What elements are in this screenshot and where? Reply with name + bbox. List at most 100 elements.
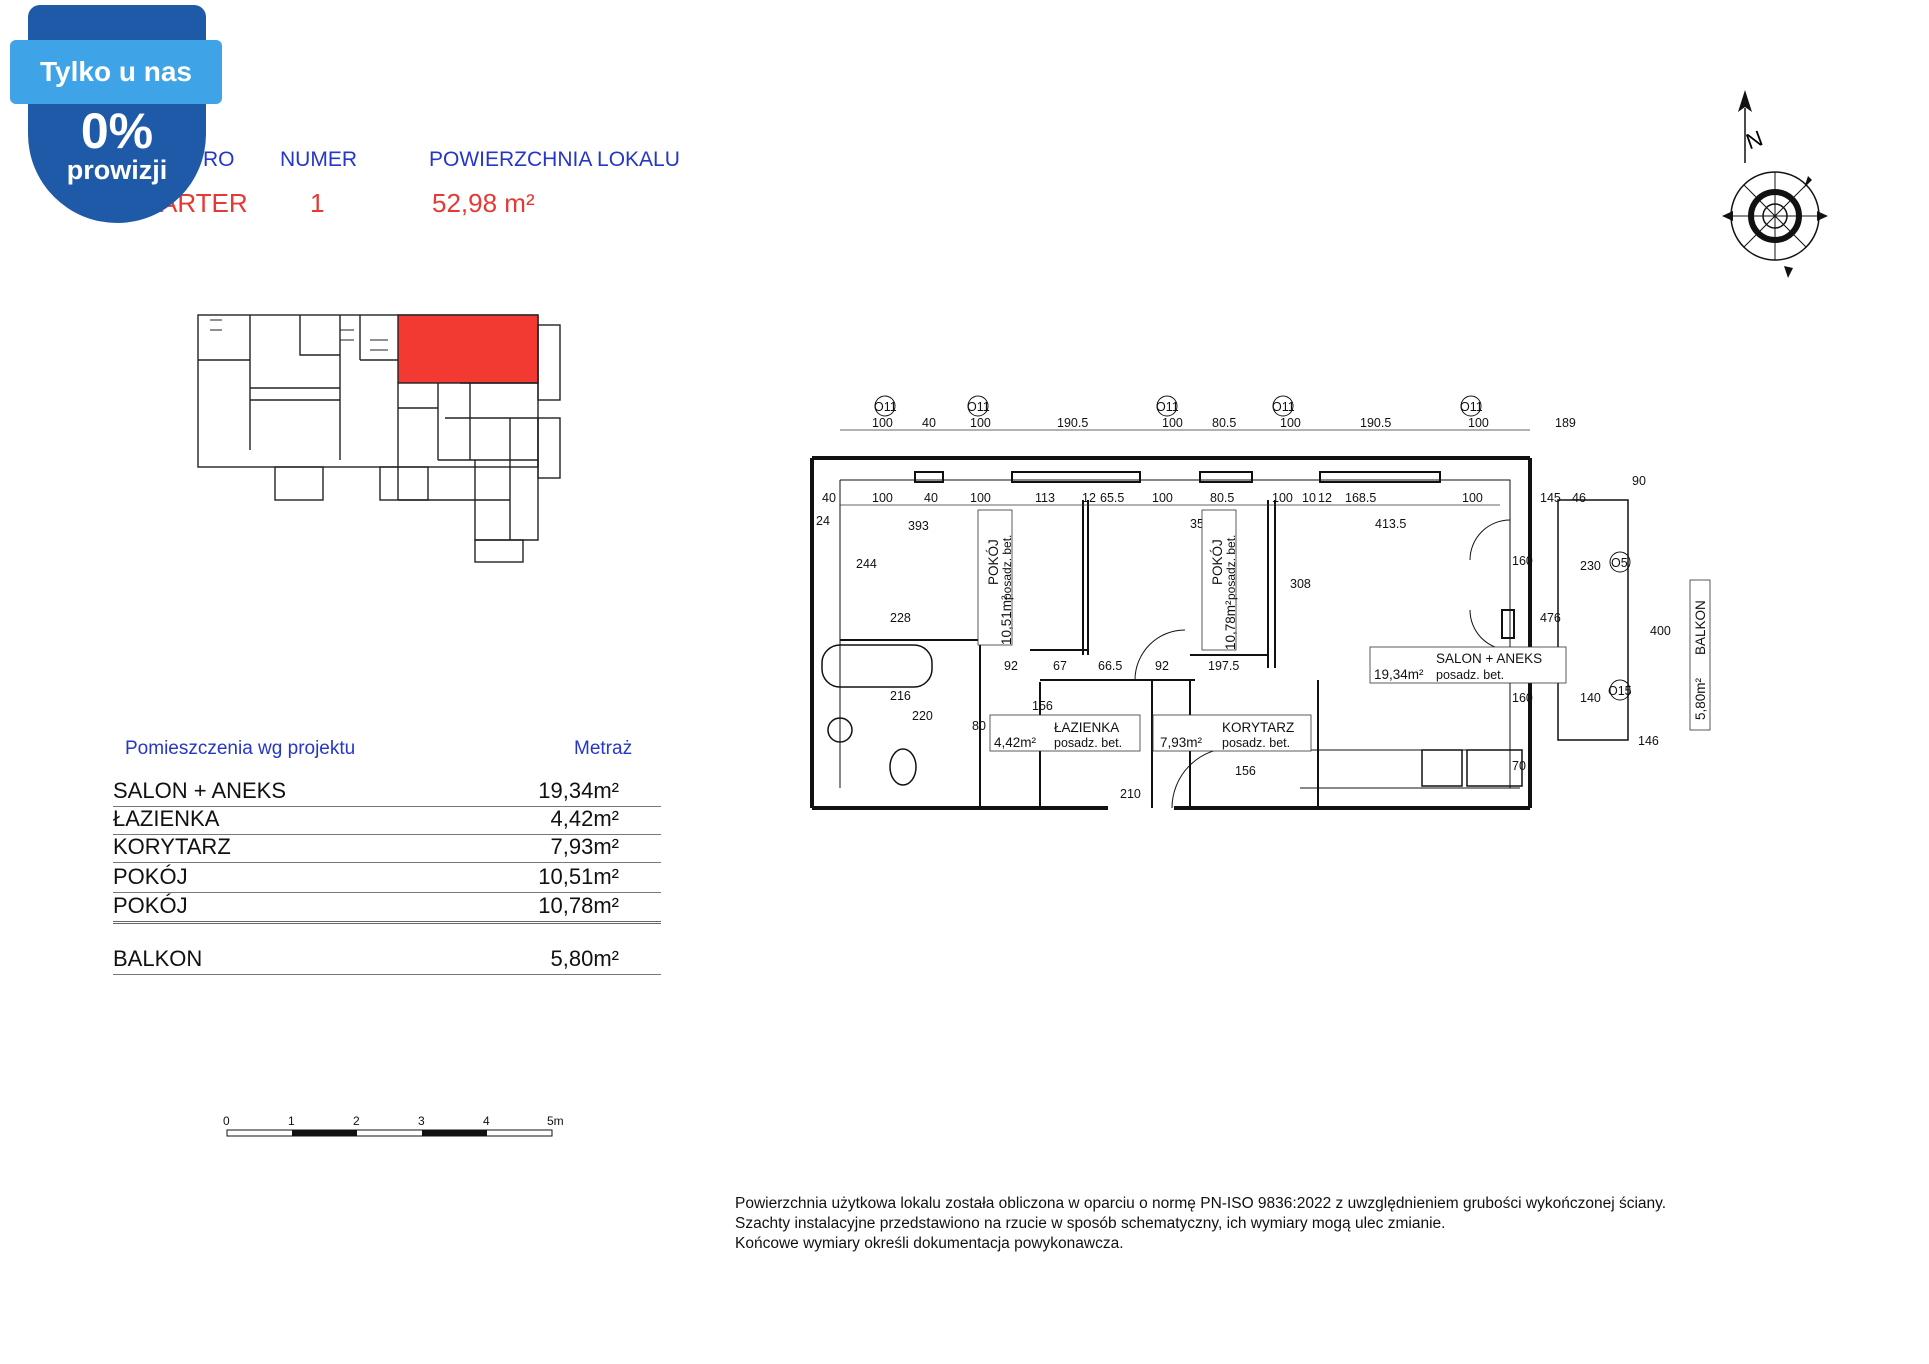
room-area: 5,80m² bbox=[550, 946, 619, 971]
area-label: POWIERZCHNIA LOKALU bbox=[429, 148, 680, 171]
badge-percent: 0% bbox=[80, 103, 154, 159]
floor-label: RO bbox=[203, 148, 235, 171]
dim-label: 145 bbox=[1540, 491, 1561, 505]
dim-label: 393 bbox=[908, 519, 929, 533]
dim-label: 92 bbox=[1155, 659, 1169, 673]
room-area: 10,78m² bbox=[538, 893, 619, 918]
room-label: KORYTARZ bbox=[1222, 720, 1294, 735]
dim-label: 197.5 bbox=[1208, 659, 1239, 673]
table-row: SALON + ANEKS 19,34m² bbox=[113, 778, 661, 807]
room-finish: posadz. bet. bbox=[1436, 668, 1504, 682]
window-tag: O11 bbox=[1272, 400, 1295, 414]
room-area: 4,42m² bbox=[994, 735, 1037, 750]
dim-label: 156 bbox=[1235, 764, 1256, 778]
dim-label: 160 bbox=[1512, 691, 1533, 705]
room-finish: posadz. bet. bbox=[1000, 535, 1014, 600]
room-label: SALON + ANEKS bbox=[1436, 651, 1542, 666]
dim-label: 80.5 bbox=[1210, 491, 1234, 505]
dim-label: 156 bbox=[1032, 699, 1053, 713]
dim-label: 46 bbox=[1572, 491, 1586, 505]
dim-label: 100 bbox=[970, 416, 991, 430]
room-area: 19,34m² bbox=[1374, 667, 1424, 682]
dim-label: 100 bbox=[1272, 491, 1293, 505]
scale-label: 4 bbox=[483, 1114, 490, 1128]
dim-label: 228 bbox=[890, 611, 911, 625]
dim-label: 12 bbox=[1318, 491, 1332, 505]
dim-label: 92 bbox=[1004, 659, 1018, 673]
scale-label: 3 bbox=[418, 1114, 425, 1128]
dim-label: 140 bbox=[1580, 691, 1601, 705]
compass-rose: N bbox=[1722, 90, 1828, 278]
dim-label: 40 bbox=[924, 491, 938, 505]
dim-label: 65.5 bbox=[1100, 491, 1124, 505]
room-label: POKÓJ bbox=[986, 539, 1001, 585]
dim-label: 10 bbox=[1302, 491, 1316, 505]
window-tag: O11 bbox=[967, 400, 990, 414]
badge-banner: Tylko u nas bbox=[10, 40, 222, 104]
room-area: 10,51m² bbox=[538, 864, 619, 889]
dim-label: 210 bbox=[1120, 787, 1141, 801]
room-name: POKÓJ bbox=[113, 864, 188, 889]
table-row-balcony: BALKON 5,80m² bbox=[113, 946, 661, 975]
dim-label: 100 bbox=[1162, 416, 1183, 430]
dim-label: 100 bbox=[1152, 491, 1173, 505]
building-key-plan bbox=[197, 314, 561, 563]
dim-label: 160 bbox=[1512, 554, 1533, 568]
table-row: POKÓJ 10,78m² bbox=[113, 893, 661, 924]
dimension-labels: 100 40 100 190.5 100 80.5 100 190.5 100 … bbox=[816, 416, 1671, 801]
dim-label: 146 bbox=[1638, 734, 1659, 748]
room-name: KORYTARZ bbox=[113, 834, 231, 859]
room-label: ŁAZIENKA bbox=[1054, 720, 1119, 735]
dim-label: 67 bbox=[1053, 659, 1067, 673]
scale-label: 1 bbox=[288, 1114, 295, 1128]
dim-label: 190.5 bbox=[1057, 416, 1088, 430]
dim-label: 24 bbox=[816, 514, 830, 528]
area-value: 52,98 m² bbox=[432, 188, 535, 218]
dim-label: 244 bbox=[856, 557, 877, 571]
dim-label: 413.5 bbox=[1375, 517, 1406, 531]
scale-label: 2 bbox=[353, 1114, 360, 1128]
dim-label: 70 bbox=[1512, 759, 1526, 773]
dim-label: 220 bbox=[912, 709, 933, 723]
dim-label: 190.5 bbox=[1360, 416, 1391, 430]
rooms-table-title: Pomieszczenia wg projektu bbox=[125, 738, 356, 759]
room-finish: posadz. bet. bbox=[1224, 535, 1238, 600]
dim-label: 400 bbox=[1650, 624, 1671, 638]
dim-label: 308 bbox=[1290, 577, 1311, 591]
room-area: 5,80m² bbox=[1693, 677, 1708, 720]
window-tag: O11 bbox=[874, 400, 897, 414]
dim-label: 476 bbox=[1540, 611, 1561, 625]
number-value: 1 bbox=[310, 188, 325, 218]
window-tag: O11 bbox=[1156, 400, 1179, 414]
room-area: 10,78m² bbox=[1223, 600, 1238, 650]
room-name: SALON + ANEKS bbox=[113, 778, 287, 803]
rooms-table-value-header: Metraż bbox=[574, 738, 633, 759]
room-area: 19,34m² bbox=[538, 778, 619, 803]
room-area: 7,93m² bbox=[1160, 735, 1203, 750]
scale-bar: 0 1 2 3 4 5m bbox=[223, 1114, 564, 1137]
dim-label: 90 bbox=[1632, 474, 1646, 488]
room-area: 10,51m² bbox=[999, 595, 1014, 645]
window-tag: O11 bbox=[1460, 400, 1483, 414]
footer-note: Powierzchnia użytkowa lokalu została obl… bbox=[735, 1195, 1667, 1212]
dim-label: 113 bbox=[1035, 491, 1055, 505]
number-label: NUMER bbox=[280, 148, 357, 171]
footer-note: Szachty instalacyjne przedstawiono na rz… bbox=[735, 1215, 1446, 1232]
dim-label: 100 bbox=[1462, 491, 1483, 505]
dim-label: 189 bbox=[1555, 416, 1576, 430]
table-row: KORYTARZ 7,93m² bbox=[113, 834, 661, 863]
room-name: BALKON bbox=[113, 946, 203, 971]
dim-label: 12 bbox=[1082, 491, 1096, 505]
dim-label: 100 bbox=[970, 491, 991, 505]
dim-label: 80.5 bbox=[1212, 416, 1236, 430]
room-area: 7,93m² bbox=[550, 834, 619, 859]
room-label: POKÓJ bbox=[1210, 539, 1225, 585]
compass-north-label: N bbox=[1743, 125, 1766, 154]
scale-label: 5m bbox=[547, 1114, 564, 1128]
highlighted-unit bbox=[397, 314, 539, 384]
floor-plan: 100 40 100 190.5 100 80.5 100 190.5 100 … bbox=[810, 395, 1711, 810]
room-finish: posadz. bet. bbox=[1222, 736, 1290, 750]
table-row: POKÓJ 10,51m² bbox=[113, 864, 661, 893]
dim-label: 216 bbox=[890, 689, 911, 703]
dim-label: 80 bbox=[972, 719, 986, 733]
